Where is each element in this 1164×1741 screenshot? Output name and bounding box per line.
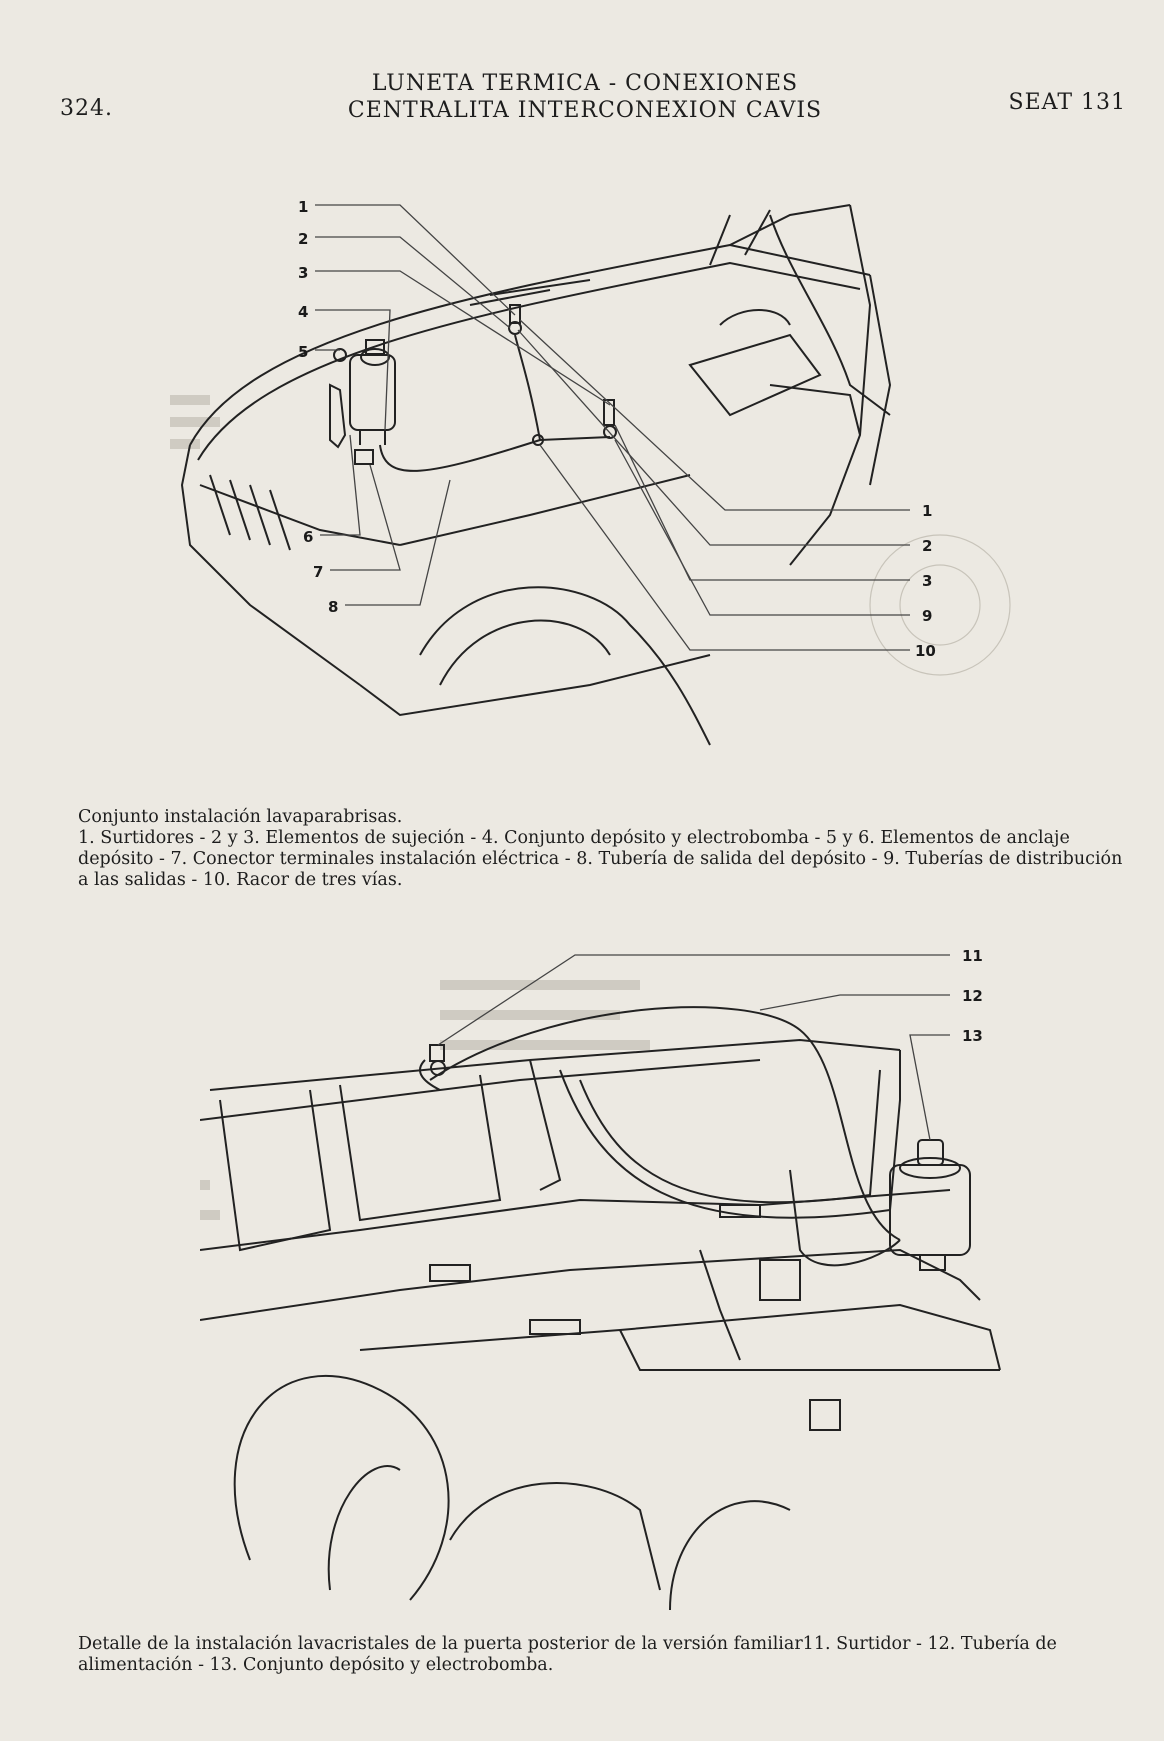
callout-right-3: 3 (922, 572, 932, 590)
callouts-left: 1 2 3 4 5 6 7 8 (298, 198, 338, 616)
callout-11: 11 (962, 950, 983, 965)
callout-right-2: 2 (922, 537, 932, 555)
rear-washer-hose (419, 1006, 901, 1267)
rear-washer-drawing: 11 12 13 (200, 950, 1001, 1611)
caption-windscreen-washer: Conjunto instalación lavaparabrisas. 1. … (78, 807, 1128, 891)
callout-right-9: 9 (922, 607, 932, 625)
callout-left-7: 7 (313, 563, 323, 581)
car-body-outline (180, 204, 892, 746)
callouts-rear: 11 12 13 (962, 950, 983, 1045)
figure-windscreen-washer: 1 2 3 4 5 6 7 8 1 2 3 9 10 (170, 185, 1050, 785)
car-model: SEAT 131 (1008, 90, 1126, 115)
callout-12: 12 (962, 987, 983, 1005)
callout-left-3: 3 (298, 264, 308, 282)
caption-1-title: Conjunto instalación lavaparabrisas. (78, 807, 403, 827)
windscreen-washer-drawing: 1 2 3 4 5 6 7 8 1 2 3 9 10 (170, 198, 1011, 746)
reservoir-assembly (329, 339, 396, 465)
callouts-right: 1 2 3 9 10 (915, 502, 936, 660)
callout-left-1: 1 (298, 198, 308, 216)
page-title: LUNETA TERMICA - CONEXIONES CENTRALITA I… (340, 70, 830, 124)
callout-left-8: 8 (328, 598, 338, 616)
leader-lines-right (517, 319, 910, 651)
bleed-through-marks (200, 980, 650, 1220)
caption-rear-washer: Detalle de la instalación lavacristales … (78, 1634, 1057, 1675)
caption-1-body: 1. Surtidores - 2 y 3. Elementos de suje… (78, 828, 1123, 890)
callout-left-2: 2 (298, 230, 308, 248)
leader-lines-rear (437, 954, 950, 1141)
estate-body-outline (200, 1038, 1001, 1611)
callout-left-5: 5 (298, 343, 308, 361)
callout-right-10: 10 (915, 642, 936, 660)
bleed-through-marks (170, 395, 1011, 676)
callout-13: 13 (962, 1027, 983, 1045)
rear-reservoir-assembly (889, 1139, 971, 1271)
page-number: 324. (60, 96, 113, 121)
title-line-2: CENTRALITA INTERCONEXION CAVIS (347, 98, 823, 123)
callout-left-6: 6 (303, 528, 313, 546)
title-line-1: LUNETA TERMICA - CONEXIONES (371, 71, 799, 96)
leader-lines-left (315, 204, 611, 606)
callout-left-4: 4 (298, 303, 308, 321)
callout-right-1: 1 (922, 502, 932, 520)
washer-hoses (379, 304, 617, 472)
figure-rear-washer: 11 12 13 (200, 950, 1050, 1620)
